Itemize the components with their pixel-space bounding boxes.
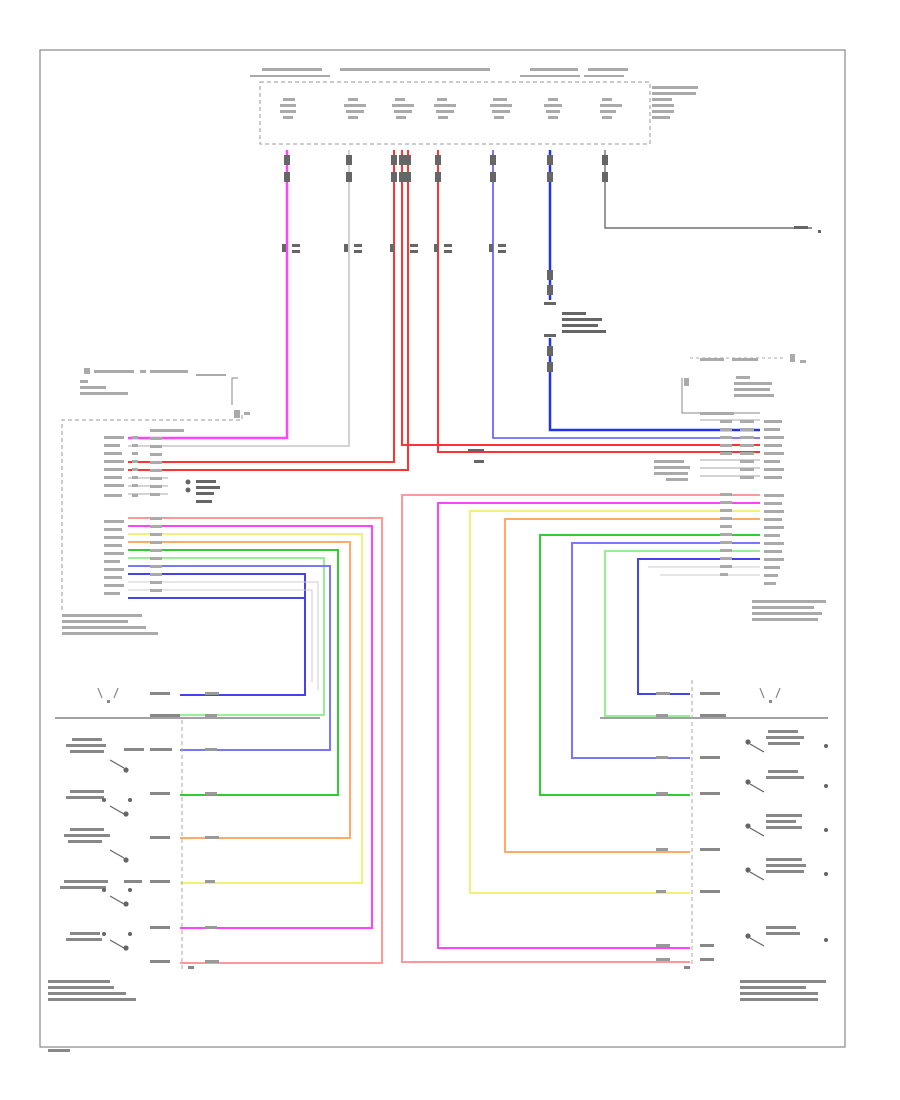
left-controller <box>61 368 250 635</box>
footer-id-mark <box>48 1049 70 1052</box>
left-lower-wires <box>128 517 383 964</box>
wire-harness <box>128 150 812 471</box>
left-stub-terminals <box>185 479 220 503</box>
right-switch-assembly <box>600 680 828 1001</box>
left-switch-assembly <box>48 687 320 1001</box>
right-controller <box>654 354 826 621</box>
fuse-box <box>250 68 698 145</box>
right-lower-wires <box>401 494 760 963</box>
wire-color-tags <box>150 412 734 592</box>
wire-markers <box>282 155 821 463</box>
diagram-frame <box>39 49 846 1048</box>
